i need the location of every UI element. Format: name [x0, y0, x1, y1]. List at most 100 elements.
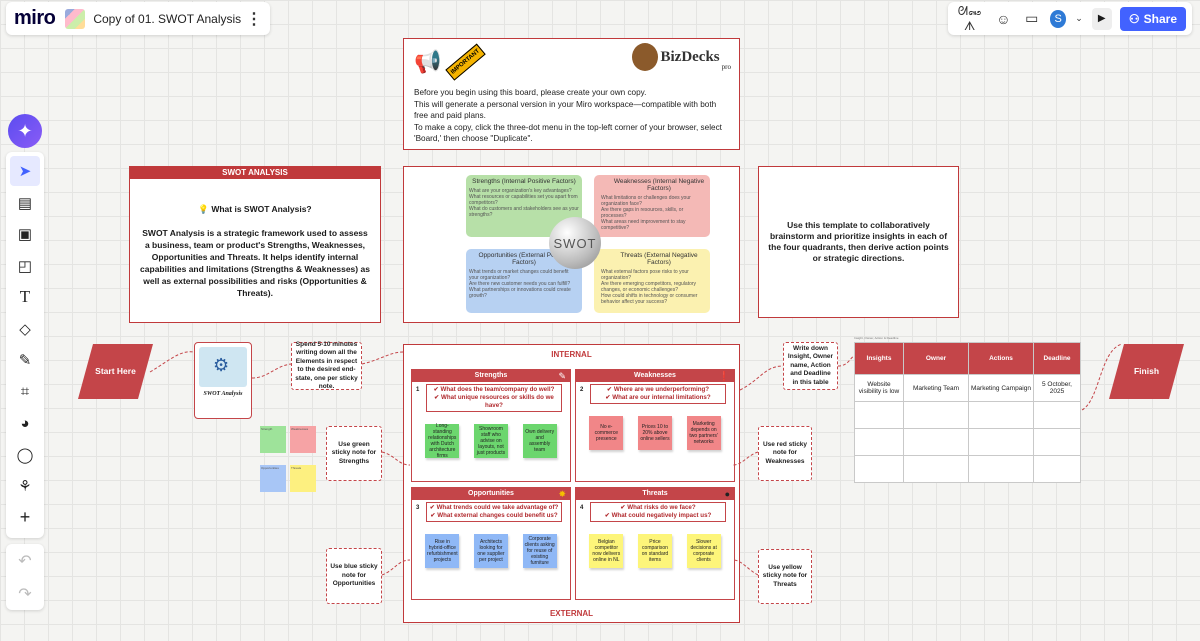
- select-cursor-icon[interactable]: ➤: [10, 156, 40, 186]
- quadrant-threats[interactable]: Threats ● 4 ✔ What risks do we face? ✔ W…: [575, 487, 735, 600]
- start-here-shape[interactable]: Start Here: [78, 344, 153, 399]
- swot-sphere: SWOT: [549, 217, 601, 269]
- chevron-down-icon[interactable]: ⌄: [1075, 13, 1083, 23]
- redo-icon[interactable]: ↷: [18, 585, 32, 603]
- table-cell[interactable]: [854, 428, 904, 456]
- table-cell[interactable]: 5 October, 2025: [1033, 374, 1081, 402]
- quadrant-opportunities[interactable]: Opportunities ✸ 3 ✔ What trends could we…: [411, 487, 571, 600]
- sticky-note[interactable]: Architects looking for one supplier per …: [473, 534, 508, 568]
- board-icon: [65, 8, 86, 29]
- text-icon[interactable]: T: [19, 287, 31, 306]
- share-button[interactable]: ⚇Share: [1119, 6, 1187, 31]
- swot-diagram-frame[interactable]: Strengths (Internal Positive Factors) Wh…: [403, 166, 740, 323]
- spend-time-note[interactable]: Spend 5-10 minutes writing down all the …: [291, 341, 362, 390]
- table-cell[interactable]: [854, 455, 904, 483]
- table-cell[interactable]: [1033, 401, 1081, 429]
- external-label: EXTERNAL: [549, 609, 594, 618]
- swot-info-frame[interactable]: SWOT ANALYSIS 💡 What is SWOT Analysis? S…: [129, 166, 381, 323]
- table-cell[interactable]: [968, 428, 1034, 456]
- diagram-weaknesses: Weaknesses (Internal Negative Factors) W…: [594, 175, 710, 237]
- intro-frame[interactable]: 📢 IMPORTANT BizDecks pro Before you begi…: [403, 38, 740, 150]
- table-cell[interactable]: Marketing Team: [903, 374, 969, 402]
- sticky-note[interactable]: Belgian competitor now delivers online i…: [589, 534, 624, 568]
- question: ✔ What risks do we face?: [620, 504, 696, 511]
- diagram-strengths-item: What are your organization's key advanta…: [469, 188, 572, 194]
- apps-icon[interactable]: ⚘: [18, 478, 32, 495]
- table-cell[interactable]: [903, 401, 969, 429]
- table-row: [854, 428, 1081, 456]
- table-cell[interactable]: Marketing Campaign: [968, 374, 1034, 402]
- emoji-icon[interactable]: ☺: [996, 10, 1011, 27]
- sparkle-icon: ✸: [558, 489, 566, 499]
- usage-frame[interactable]: Use this template to collaboratively bra…: [758, 166, 959, 318]
- legend-threats[interactable]: Threats: [290, 465, 316, 492]
- swot-question: 💡 What is SWOT Analysis?: [140, 203, 370, 215]
- pen-icon[interactable]: ✎: [18, 352, 32, 369]
- table-cell[interactable]: [1033, 428, 1081, 456]
- question: ✔ What external changes could benefit us…: [430, 512, 558, 519]
- comment-icon[interactable]: ◯: [16, 446, 34, 464]
- frame-layout-icon[interactable]: ▣: [17, 226, 33, 243]
- legend-strength[interactable]: Strength: [260, 426, 286, 453]
- legend-weaknesses[interactable]: Weaknesses: [290, 426, 316, 453]
- table-cell[interactable]: [968, 401, 1034, 429]
- templates-icon[interactable]: ▤: [17, 194, 33, 212]
- shapes-icon[interactable]: ◇: [19, 320, 31, 338]
- question: ✔ What trends could we take advantage of…: [429, 504, 559, 511]
- present-button[interactable]: ▶: [1091, 7, 1112, 30]
- add-icon[interactable]: +: [19, 507, 31, 527]
- blue-sticky-note-hint[interactable]: Use blue sticky note for Opportunities: [326, 548, 382, 604]
- sticky-note[interactable]: Showroom staff who advise on layouts, no…: [473, 424, 508, 458]
- yellow-sticky-note-hint[interactable]: Use yellow sticky note for Threats: [758, 549, 812, 604]
- palette-icon[interactable]: ◕: [20, 414, 30, 432]
- column-header: Deadline: [1033, 342, 1081, 375]
- undo-icon[interactable]: ↶: [18, 552, 32, 570]
- sticky-note[interactable]: Marketing depends on two partners' netwo…: [686, 416, 721, 450]
- legend-opportunities[interactable]: Opportunities: [260, 465, 286, 492]
- finish-shape[interactable]: Finish: [1109, 344, 1184, 399]
- sticky-note[interactable]: Corporate clients asking for reuse of ex…: [522, 534, 557, 568]
- question: ✔ What unique resources or skills do we …: [434, 394, 554, 409]
- sticky-note[interactable]: Price comparison on standard items: [637, 534, 672, 568]
- miro-logo[interactable]: miro: [14, 7, 56, 29]
- bizdecks-avatar-icon: [632, 43, 659, 71]
- column-header: Owner: [903, 342, 969, 375]
- table-cell[interactable]: [968, 455, 1034, 483]
- video-icon[interactable]: ▭: [1025, 10, 1039, 26]
- action-table[interactable]: Insights Owner Actions Deadline Website …: [854, 342, 1081, 483]
- important-badge: IMPORTANT: [445, 43, 487, 81]
- sticky-note[interactable]: Slower decisions at corporate clients: [686, 534, 721, 568]
- frame-icon[interactable]: ⌗: [20, 383, 30, 400]
- quadrant-threats-questions: ✔ What risks do we face? ✔ What could ne…: [590, 502, 726, 522]
- table-header-row: Insights Owner Actions Deadline: [854, 342, 1081, 375]
- swot-info-body: 💡 What is SWOT Analysis? SWOT Analysis i…: [130, 179, 380, 299]
- table-cell[interactable]: Website visibility is low: [854, 374, 904, 402]
- table-instruction-note[interactable]: Write down Insight, Owner name, Action a…: [783, 342, 838, 390]
- sticky-note[interactable]: Own delivery and assembly team: [522, 424, 557, 458]
- sticky-note[interactable]: No e-commerce presence: [589, 416, 624, 450]
- quadrant-strengths[interactable]: Strengths ✎ 1 ✔ What does the team/compa…: [411, 369, 571, 482]
- avatar[interactable]: S: [1049, 9, 1067, 28]
- sticky-note[interactable]: Prices 10 to 20% above online sellers: [637, 416, 672, 450]
- green-sticky-note-hint[interactable]: Use green sticky note for Strengths: [326, 426, 382, 481]
- red-sticky-note-hint[interactable]: Use red sticky note for Weaknesses: [758, 426, 812, 481]
- table-cell[interactable]: [854, 401, 904, 429]
- board-title[interactable]: Copy of 01. SWOT Analysis: [93, 11, 242, 26]
- sticky-note-icon[interactable]: ◰: [17, 257, 33, 275]
- table-cell[interactable]: [903, 428, 969, 456]
- swot-board[interactable]: INTERNAL EXTERNAL Strengths ✎ 1 ✔ What d…: [403, 344, 740, 623]
- reactions-icon[interactable]: ᘛ꘏ᗑ: [957, 3, 982, 33]
- board-menu-icon[interactable]: ⋮: [246, 10, 262, 28]
- table-cell[interactable]: [903, 455, 969, 483]
- quadrant-number: 2: [580, 387, 584, 393]
- swot-question-text: What is SWOT Analysis?: [211, 204, 312, 214]
- thumbnail-caption: SWOT Analysis: [203, 391, 243, 397]
- swot-thumbnail-card[interactable]: ⚙ SWOT Analysis · · · · · · · · · · ·: [194, 342, 252, 419]
- sticky-note[interactable]: Long-standing relationships with Dutch a…: [425, 423, 460, 459]
- sticky-note[interactable]: Rise in hybrid-office refurbishment proj…: [425, 534, 460, 568]
- ai-sparkle-button[interactable]: ✦: [8, 114, 42, 148]
- strengths-stickies: Long-standing relationships with Dutch a…: [418, 423, 564, 459]
- quadrant-weaknesses[interactable]: Weaknesses ❗ 2 ✔ Where are we underperfo…: [575, 369, 735, 482]
- diagram-threats-item: Are there emerging competitors, regulato…: [601, 281, 697, 293]
- table-cell[interactable]: [1033, 455, 1081, 483]
